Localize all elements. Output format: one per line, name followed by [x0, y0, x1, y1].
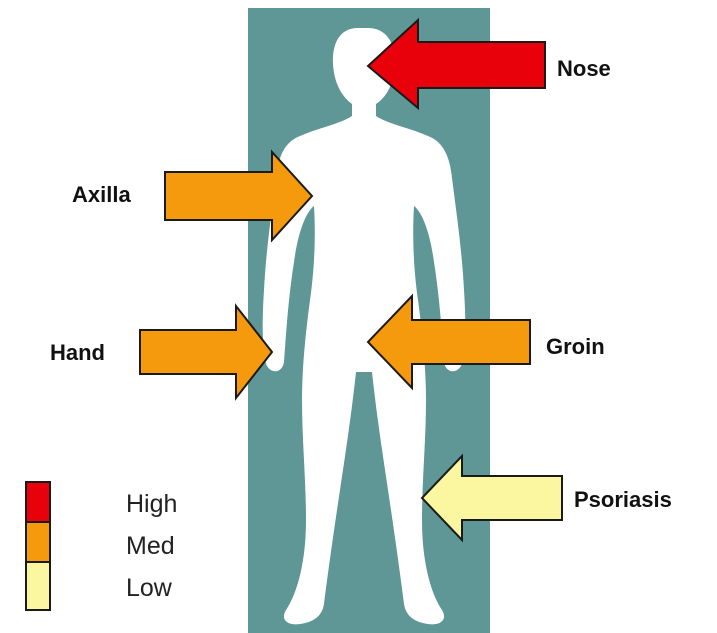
- axilla-label: Axilla: [72, 182, 131, 207]
- legend-label-high: High: [126, 490, 177, 518]
- legend: High Med Low: [26, 482, 177, 610]
- nose-label: Nose: [557, 56, 611, 81]
- legend-label-med: Med: [126, 532, 175, 560]
- hand-label: Hand: [50, 340, 105, 365]
- legend-swatch-low: [26, 562, 50, 610]
- legend-swatch-high: [26, 482, 50, 522]
- psoriasis-label: Psoriasis: [574, 487, 672, 512]
- legend-swatch-med: [26, 522, 50, 562]
- legend-label-low: Low: [126, 574, 173, 602]
- groin-label: Groin: [546, 334, 605, 359]
